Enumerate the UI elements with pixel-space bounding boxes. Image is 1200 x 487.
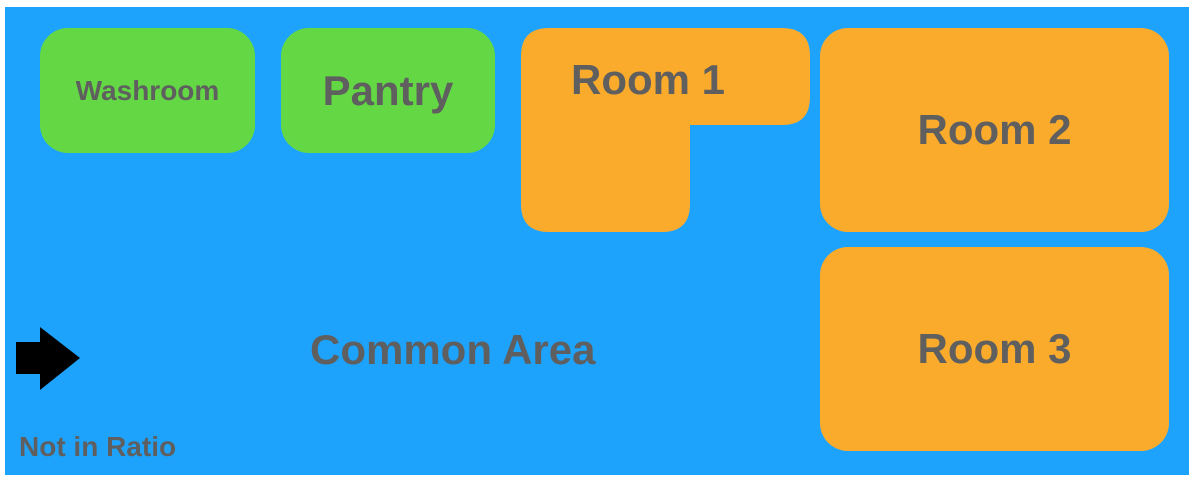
washroom-label: Washroom (75, 74, 220, 106)
room-2-label: Room 2 (917, 106, 1072, 153)
room-3: Room 3 (820, 247, 1169, 451)
pantry-label: Pantry (322, 66, 454, 114)
not-in-ratio-note: Not in Ratio (19, 431, 177, 462)
common-area-label: Common Area (310, 326, 596, 373)
room-1-label: Room 1 (571, 56, 726, 103)
arrow-right-icon (16, 327, 80, 390)
room-3-label: Room 3 (917, 325, 1072, 372)
pantry: Pantry (281, 28, 495, 153)
washroom: Washroom (40, 28, 255, 153)
room-2: Room 2 (820, 28, 1169, 232)
